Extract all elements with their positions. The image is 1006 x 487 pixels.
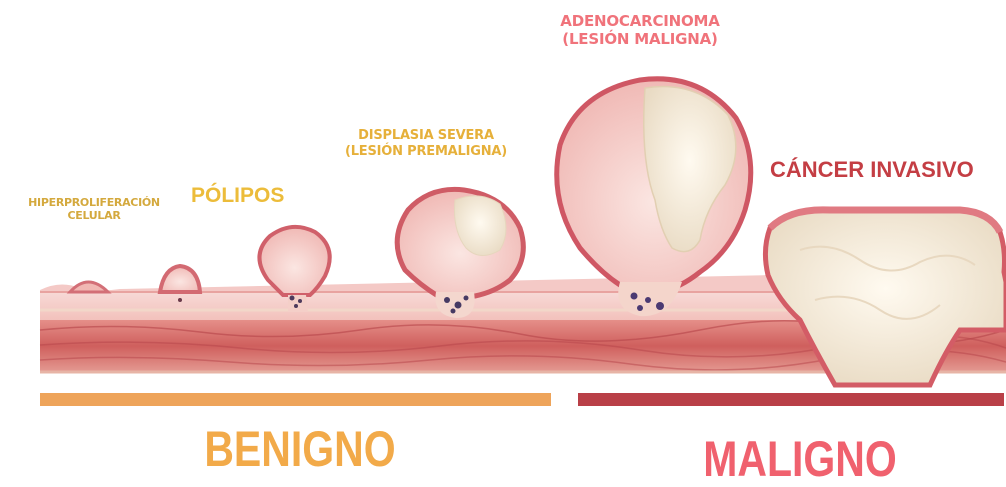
label-adenocarcinoma-line1: ADENOCARCINOMA — [520, 12, 760, 30]
label-polyps: PÓLIPOS — [191, 183, 284, 208]
benign-bar — [40, 393, 551, 406]
label-invasive-cancer: CÁNCER INVASIVO — [770, 157, 974, 183]
label-hyperproliferation: HIPERPROLIFERACIÓN CELULAR — [6, 196, 182, 222]
label-hyperproliferation-line2: CELULAR — [6, 209, 182, 222]
benign-category-label: BENIGNO — [185, 420, 415, 478]
label-adenocarcinoma: ADENOCARCINOMA (LESIÓN MALIGNA) — [520, 12, 760, 48]
label-hyperproliferation-line1: HIPERPROLIFERACIÓN — [6, 196, 182, 209]
malignant-category-label: MALIGNO — [677, 430, 923, 487]
label-dysplasia-line1: DISPLASIA SEVERA — [318, 128, 534, 144]
label-dysplasia: DISPLASIA SEVERA (LESIÓN PREMALIGNA) — [318, 128, 534, 159]
label-adenocarcinoma-line2: (LESIÓN MALIGNA) — [520, 30, 760, 48]
hyperproliferation-bump — [70, 282, 108, 292]
malignant-bar — [578, 393, 1004, 406]
label-dysplasia-line2: (LESIÓN PREMALIGNA) — [318, 144, 534, 160]
